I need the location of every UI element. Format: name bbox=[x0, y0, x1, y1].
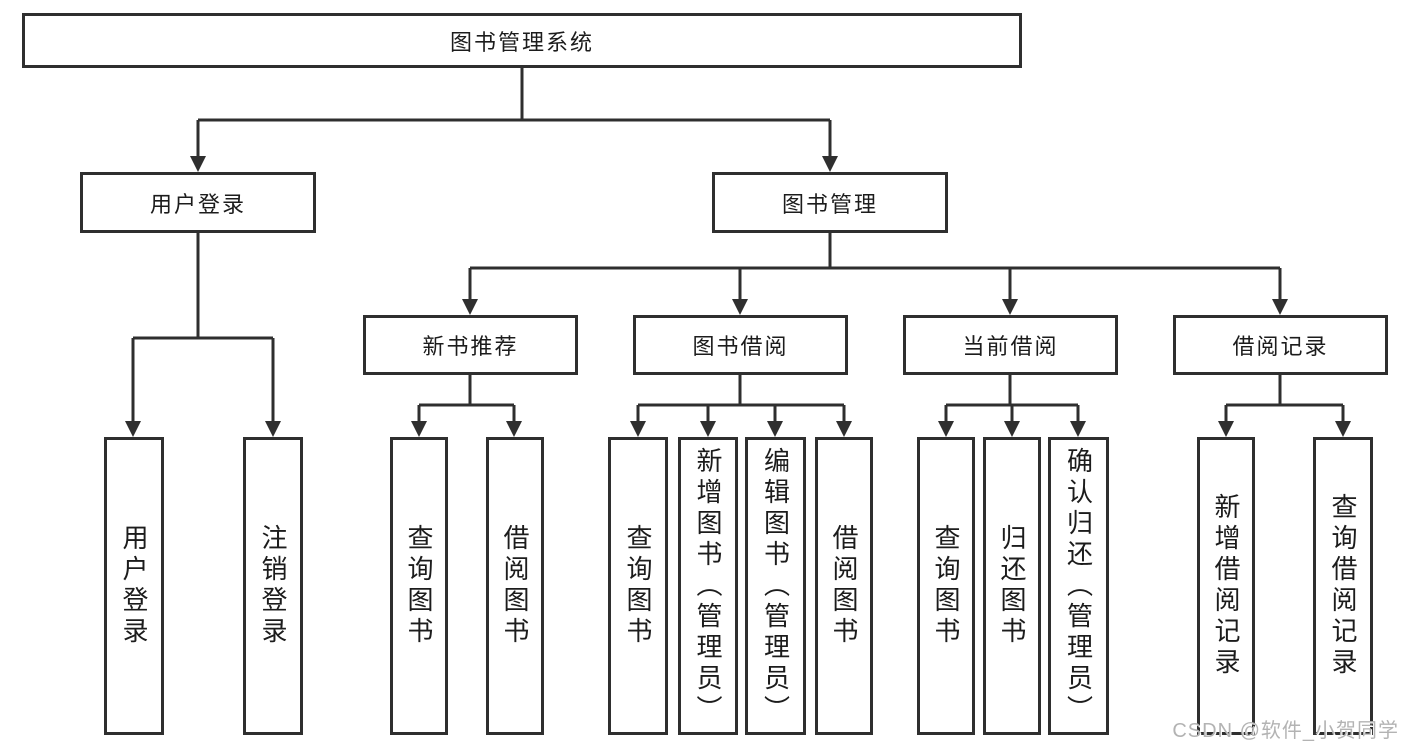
leaf-query-books-3: 查询图书 bbox=[917, 437, 975, 735]
node-new-book-recommend-label: 新书推荐 bbox=[422, 334, 519, 359]
leaf-add-borrow-record: 新增借阅记录 bbox=[1197, 437, 1255, 735]
leaf-logout-label: 注销登录 bbox=[258, 524, 288, 648]
node-book-management-label: 图书管理 bbox=[781, 191, 878, 217]
leaf-return-books-label: 归还图书 bbox=[997, 524, 1027, 648]
leaf-query-borrow-record-label: 查询借阅记录 bbox=[1328, 493, 1358, 679]
leaf-query-books-3-label: 查询图书 bbox=[931, 524, 961, 648]
leaf-query-books-1: 查询图书 bbox=[390, 437, 448, 735]
connector-borrow-records-to-leaves bbox=[1218, 375, 1351, 437]
leaf-return-books: 归还图书 bbox=[983, 437, 1041, 735]
leaf-user-login-label: 用户登录 bbox=[119, 524, 149, 648]
leaf-query-books-2: 查询图书 bbox=[608, 437, 668, 735]
leaf-borrow-books-2-label: 借阅图书 bbox=[829, 524, 859, 648]
node-user-login-label: 用户登录 bbox=[149, 191, 246, 217]
leaf-add-books-admin: 新增图书（管理员） bbox=[678, 437, 738, 735]
leaf-edit-books-admin: 编辑图书（管理员） bbox=[745, 437, 806, 735]
node-root-label: 图书管理系统 bbox=[449, 29, 594, 55]
leaf-confirm-return-admin: 确认归还（管理员） bbox=[1048, 437, 1109, 735]
leaf-logout: 注销登录 bbox=[243, 437, 303, 735]
connector-user-login-to-leaves bbox=[125, 233, 281, 437]
node-current-borrow: 当前借阅 bbox=[903, 315, 1118, 375]
node-borrow-records-label: 借阅记录 bbox=[1232, 334, 1329, 359]
leaf-add-borrow-record-label: 新增借阅记录 bbox=[1211, 493, 1241, 679]
node-book-borrow: 图书借阅 bbox=[633, 315, 848, 375]
leaf-confirm-return-admin-label: 确认归还（管理员） bbox=[1063, 446, 1094, 726]
leaf-edit-books-admin-label: 编辑图书（管理员） bbox=[760, 446, 791, 726]
leaf-borrow-books-1-label: 借阅图书 bbox=[500, 524, 530, 648]
connector-new-book-rec-to-leaves bbox=[411, 375, 522, 437]
node-new-book-recommend: 新书推荐 bbox=[363, 315, 578, 375]
leaf-borrow-books-1: 借阅图书 bbox=[486, 437, 544, 735]
node-book-borrow-label: 图书借阅 bbox=[692, 334, 789, 359]
connector-book-mgmt-to-level3 bbox=[462, 233, 1288, 315]
leaf-borrow-books-2: 借阅图书 bbox=[815, 437, 873, 735]
connector-root-to-level2 bbox=[190, 68, 838, 172]
leaf-query-borrow-record: 查询借阅记录 bbox=[1313, 437, 1373, 735]
connector-book-borrow-to-leaves bbox=[630, 375, 852, 437]
node-user-login: 用户登录 bbox=[80, 172, 316, 233]
leaf-add-books-admin-label: 新增图书（管理员） bbox=[693, 446, 723, 726]
node-root: 图书管理系统 bbox=[22, 13, 1022, 68]
node-borrow-records: 借阅记录 bbox=[1173, 315, 1388, 375]
watermark: CSDN @软件_小贺同学 bbox=[1172, 720, 1399, 742]
connector-current-borrow-to-leaves bbox=[938, 375, 1086, 437]
node-current-borrow-label: 当前借阅 bbox=[962, 334, 1059, 359]
leaf-query-books-1-label: 查询图书 bbox=[404, 524, 434, 648]
leaf-query-books-2-label: 查询图书 bbox=[623, 524, 653, 648]
leaf-user-login: 用户登录 bbox=[104, 437, 164, 735]
node-book-management: 图书管理 bbox=[712, 172, 948, 233]
